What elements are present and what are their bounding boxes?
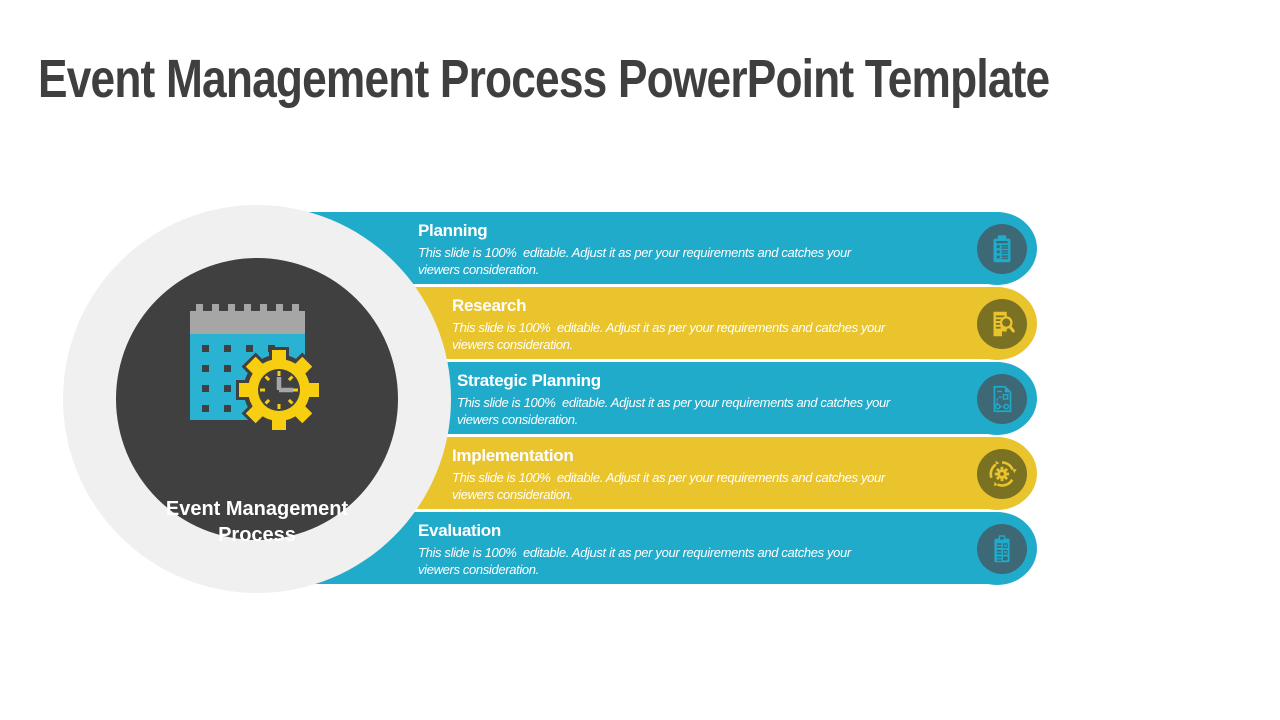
- bar-title[interactable]: Implementation: [452, 446, 574, 465]
- strategic-planning-icon-badge: [977, 374, 1027, 424]
- bar-description-line1[interactable]: This slide is 100% editable. Adjust it a…: [452, 470, 885, 485]
- bar-title[interactable]: Research: [452, 296, 527, 315]
- bar-title[interactable]: Evaluation: [418, 521, 501, 540]
- document-flowchart-icon: [993, 385, 1012, 413]
- hub-label-line1: Event Management: [165, 498, 349, 520]
- calendar-gear-clock-icon: [190, 304, 322, 433]
- implementation-icon-badge: [977, 449, 1027, 499]
- hub-label-line2: Process: [218, 524, 296, 546]
- hub-outer-ring[interactable]: Event Management Process: [63, 205, 451, 593]
- hub-circle[interactable]: Event Management Process: [116, 258, 398, 546]
- clipboard-checklist-icon: [994, 535, 1010, 563]
- planning-icon-badge: [977, 224, 1027, 274]
- document-search-icon: [993, 311, 1015, 337]
- bar-description-line2[interactable]: viewers consideration.: [418, 562, 539, 577]
- bar-description-line2[interactable]: viewers consideration.: [452, 337, 573, 352]
- bar-description-line1[interactable]: This slide is 100% editable. Adjust it a…: [452, 320, 885, 335]
- bar-description-line2[interactable]: viewers consideration.: [452, 487, 573, 502]
- bar-description-line2[interactable]: viewers consideration.: [418, 262, 539, 277]
- hub-label[interactable]: Event Management Process: [116, 496, 398, 548]
- page-title[interactable]: Event Management Process PowerPoint Temp…: [38, 49, 1050, 109]
- clipboard-list-icon: [993, 235, 1011, 263]
- process-bar-planning[interactable]: Planning This slide is 100% editable. Ad…: [300, 212, 1037, 285]
- bar-title[interactable]: Planning: [418, 221, 488, 240]
- bar-description-line2[interactable]: viewers consideration.: [457, 412, 578, 427]
- process-bar-implementation[interactable]: Implementation This slide is 100% editab…: [300, 437, 1037, 510]
- bar-description-line1[interactable]: This slide is 100% editable. Adjust it a…: [418, 245, 851, 260]
- process-bar-evaluation[interactable]: Evaluation This slide is 100% editable. …: [300, 512, 1037, 585]
- bar-description-line1[interactable]: This slide is 100% editable. Adjust it a…: [457, 395, 890, 410]
- research-icon-badge: [977, 299, 1027, 349]
- evaluation-icon-badge: [977, 524, 1027, 574]
- gear-cycle-icon: [989, 460, 1017, 487]
- bar-title[interactable]: Strategic Planning: [457, 371, 601, 390]
- bar-description-line1[interactable]: This slide is 100% editable. Adjust it a…: [418, 545, 851, 560]
